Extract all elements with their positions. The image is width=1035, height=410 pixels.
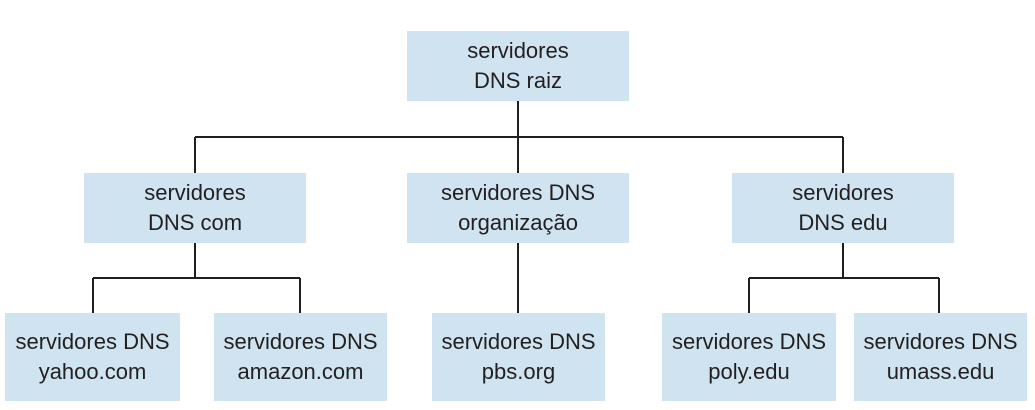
node-label-line2: yahoo.com [38, 359, 147, 384]
node-label-line1: servidores DNS [440, 180, 596, 205]
node-label-line1: servidores DNS [441, 329, 596, 354]
node-label-line2: organização [458, 210, 578, 235]
node-label-line2: DNS raiz [473, 68, 562, 93]
node-label-line2: poly.edu [708, 359, 790, 384]
amazon-dns-servers-node: servidores DNS amazon.com [214, 313, 387, 401]
node-label-line1: servidores DNS [671, 329, 827, 354]
node-label-line2: DNS com [147, 210, 243, 235]
com-dns-servers-node: servidores DNS com [84, 173, 306, 243]
node-label-line1: servidores [792, 180, 894, 205]
node-label-line1: servidores DNS [15, 329, 170, 354]
node-label-line1: servidores [467, 38, 569, 63]
node-label-line1: servidores DNS [863, 329, 1018, 354]
node-label-line2: amazon.com [237, 359, 364, 384]
poly-dns-servers-node: servidores DNS poly.edu [662, 313, 836, 401]
node-label-line2: umass.edu [886, 359, 995, 384]
node-label-line2: pbs.org [481, 359, 556, 384]
pbs-dns-servers-node: servidores DNS pbs.org [432, 313, 605, 401]
yahoo-dns-servers-node: servidores DNS yahoo.com [5, 313, 180, 401]
org-dns-servers-node: servidores DNS organização [407, 173, 629, 243]
root-dns-servers-node: servidores DNS raiz [407, 31, 629, 101]
node-label-line2: DNS edu [798, 210, 888, 235]
edu-dns-servers-node: servidores DNS edu [732, 173, 954, 243]
node-label-line1: servidores DNS [223, 329, 378, 354]
node-label-line1: servidores [144, 180, 246, 205]
umass-dns-servers-node: servidores DNS umass.edu [854, 313, 1027, 401]
